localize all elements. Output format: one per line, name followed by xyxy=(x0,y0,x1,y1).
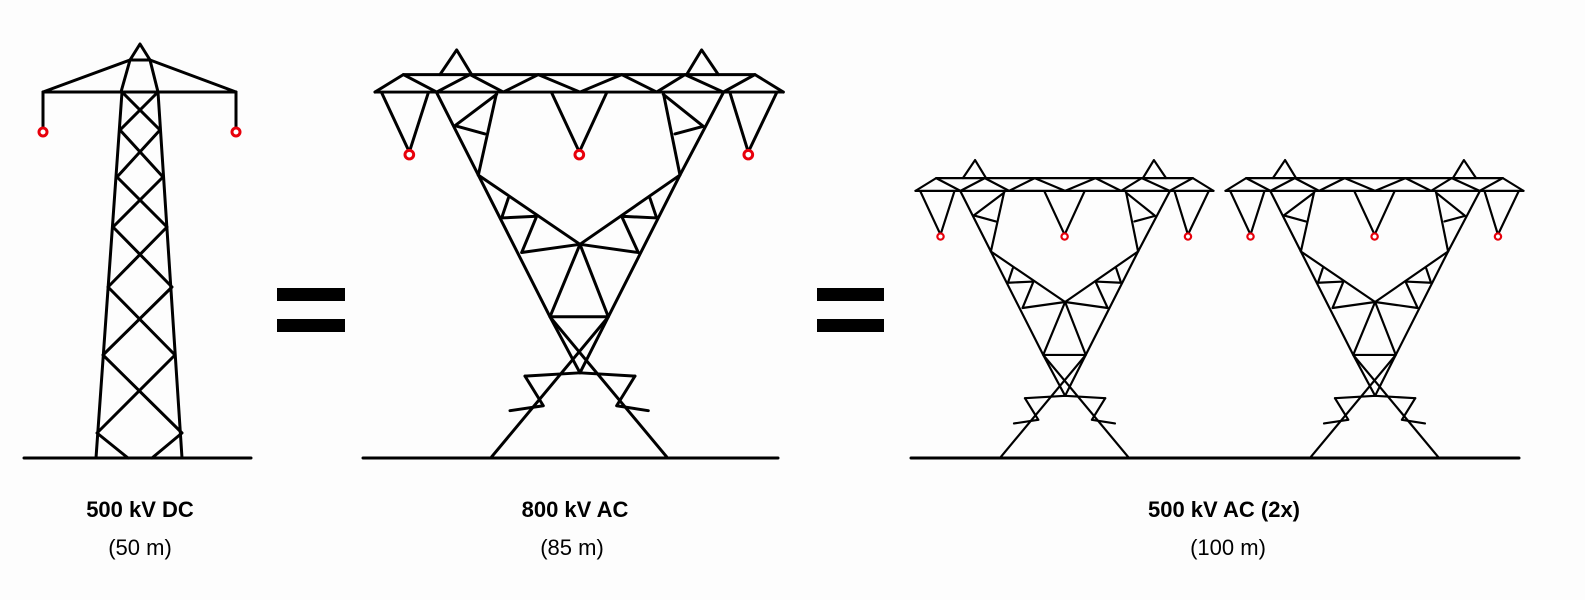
towers-500kv-ac-pair xyxy=(909,160,1524,458)
tower-500kv-dc xyxy=(22,42,253,460)
tower-800kv-ac xyxy=(361,50,783,458)
tower-label-title: 500 kV DC xyxy=(86,497,194,522)
tower-500kv-ac-right xyxy=(1225,160,1523,457)
tower-label-width: (50 m) xyxy=(108,535,172,560)
tower-label-width: (100 m) xyxy=(1190,535,1266,560)
equals-sign xyxy=(817,288,884,332)
tower-label-title: 800 kV AC xyxy=(522,497,629,522)
tower-label-width: (85 m) xyxy=(540,535,604,560)
equals-sign xyxy=(277,288,345,332)
tower-500kv-ac-left xyxy=(915,160,1213,457)
tower-label-title: 500 kV AC (2x) xyxy=(1148,497,1300,522)
